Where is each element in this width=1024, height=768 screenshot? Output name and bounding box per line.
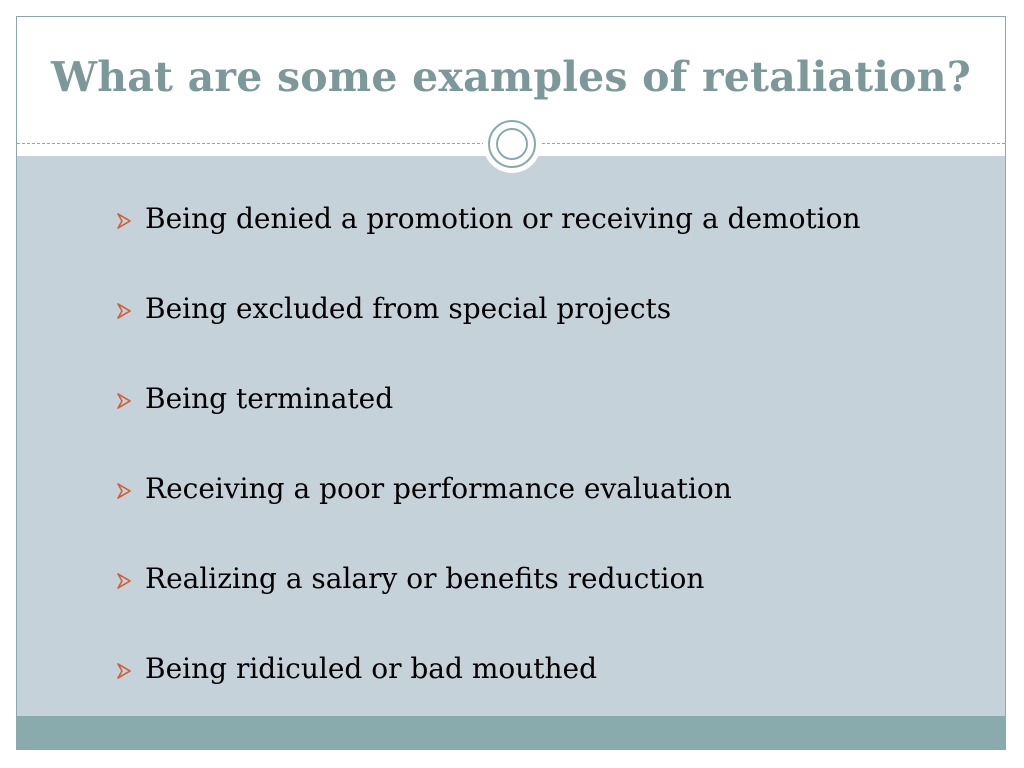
bullet-text: Being terminated: [145, 382, 394, 415]
arrow-bullet-icon: [117, 393, 131, 409]
arrow-bullet-icon: [117, 663, 131, 679]
arrow-bullet-icon: [117, 483, 131, 499]
bullet-item: Realizing a salary or benefits reduction: [115, 559, 861, 649]
slide: What are some examples of retaliation? B…: [16, 16, 1006, 750]
ring-ornament-icon: [483, 115, 541, 173]
arrow-bullet-icon: [117, 213, 131, 229]
arrow-bullet-icon: [117, 573, 131, 589]
bullet-item: Being denied a promotion or receiving a …: [115, 199, 861, 289]
ring-ornament-inner: [496, 128, 528, 160]
bullet-text: Being denied a promotion or receiving a …: [145, 202, 861, 235]
bullet-text: Receiving a poor performance evaluation: [145, 472, 732, 505]
bullet-text: Being ridiculed or bad mouthed: [145, 652, 598, 685]
bullet-text: Being excluded from special projects: [145, 292, 672, 325]
bullet-item: Being excluded from special projects: [115, 289, 861, 379]
footer-bar: [17, 716, 1005, 749]
bullet-item: Being ridiculed or bad mouthed: [115, 649, 861, 739]
slide-title: What are some examples of retaliation?: [51, 53, 971, 101]
arrow-bullet-icon: [117, 303, 131, 319]
ring-ornament-outer: [488, 120, 536, 168]
bullet-list: Being denied a promotion or receiving a …: [115, 199, 861, 739]
content-area: [17, 156, 1005, 716]
bullet-item: Being terminated: [115, 379, 861, 469]
bullet-item: Receiving a poor performance evaluation: [115, 469, 861, 559]
bullet-text: Realizing a salary or benefits reduction: [145, 562, 705, 595]
